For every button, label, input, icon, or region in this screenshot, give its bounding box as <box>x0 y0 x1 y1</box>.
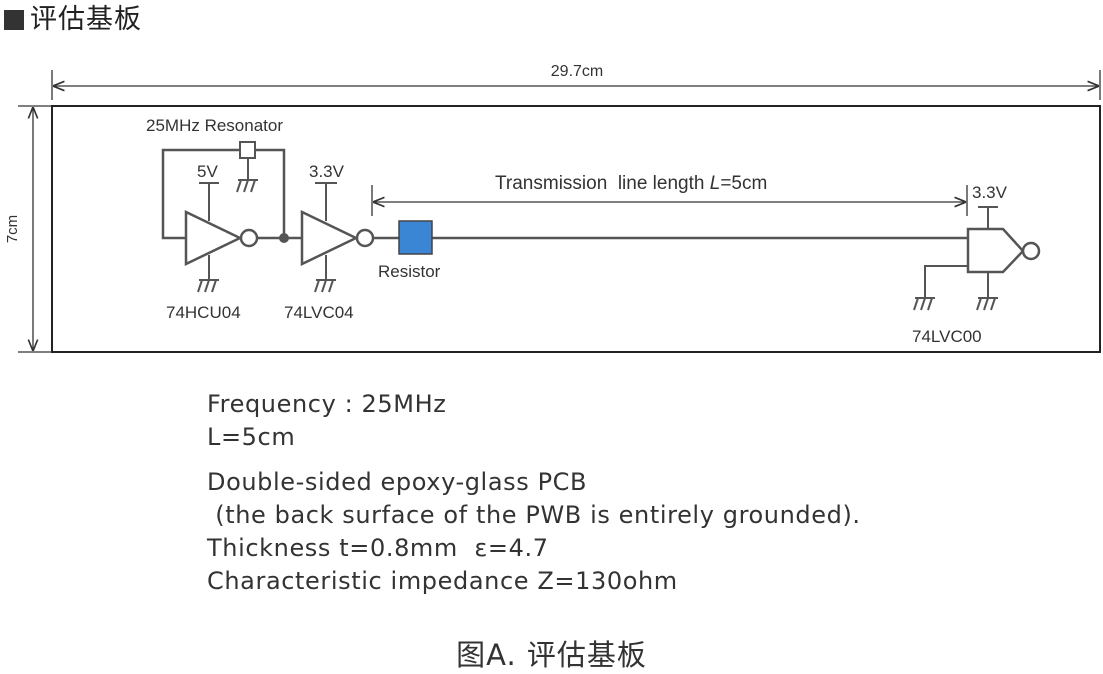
tline-label-suffix: =5cm <box>720 173 767 194</box>
supply-3v3-icon <box>315 182 337 221</box>
supply-5v-icon <box>199 182 219 221</box>
note-pcb: Double-sided epoxy-glass PCB <box>207 468 588 496</box>
nand-input-ground-icon <box>913 265 968 311</box>
note-frequency: Frequency : 25MHz <box>207 390 447 418</box>
inverter-74hcu04 <box>184 210 259 266</box>
resistor-label: Resistor <box>378 262 441 281</box>
resonator-component <box>239 141 256 159</box>
inverter-74lvc04 <box>300 210 375 266</box>
tline-label: Transmission line length L=5cm <box>495 173 767 194</box>
resonator-ground-icon <box>236 158 258 193</box>
square-bullet-icon <box>4 10 24 30</box>
note-pcb-detail: (the back surface of the PWB is entirely… <box>207 501 861 529</box>
resonator-label: 25MHz Resonator <box>146 116 283 135</box>
supply-3v3-label: 3.3V <box>309 162 345 181</box>
ic2-label: 74LVC04 <box>284 303 354 322</box>
resistor-component <box>398 220 433 255</box>
ic1-label: 74HCU04 <box>166 303 241 322</box>
page-title-text: 评估基板 <box>30 4 142 35</box>
ic1-ground-icon <box>197 255 219 293</box>
width-label: 29.7cm <box>551 63 603 80</box>
note-thickness: Thickness t=0.8mm ε=4.7 <box>207 534 549 562</box>
ic2-ground-icon <box>314 255 336 293</box>
height-label: 7cm <box>4 215 21 243</box>
supply-3v3-second-icon <box>978 206 998 230</box>
note-length: L=5cm <box>207 423 296 451</box>
evaluation-board-diagram: 29.7cm 7cm 25MHz Resonator 5V <box>4 63 1101 353</box>
tline-label-var: L <box>710 173 721 194</box>
width-dimension <box>51 70 1101 100</box>
ic3-ground-icon <box>976 272 998 311</box>
notes-spacer <box>207 454 861 466</box>
note-impedance: Characteristic impedance Z=130ohm <box>207 567 678 595</box>
supply-3v3-second-label: 3.3V <box>972 183 1008 202</box>
nand-gate-74lvc00 <box>966 227 1041 274</box>
tline-dimension <box>371 185 968 216</box>
tline-label-prefix: Transmission line length <box>495 173 710 194</box>
resonator-loop <box>161 148 286 240</box>
page-title: 评估基板 <box>4 2 142 38</box>
spec-notes: Frequency : 25MHz L=5cm Double-sided epo… <box>207 388 861 598</box>
supply-5v-label: 5V <box>197 162 218 181</box>
figure-caption: 图A. 评估基板 <box>456 638 647 672</box>
height-dimension <box>18 105 52 353</box>
board-outline <box>51 105 1101 353</box>
ic3-label: 74LVC00 <box>912 327 982 346</box>
